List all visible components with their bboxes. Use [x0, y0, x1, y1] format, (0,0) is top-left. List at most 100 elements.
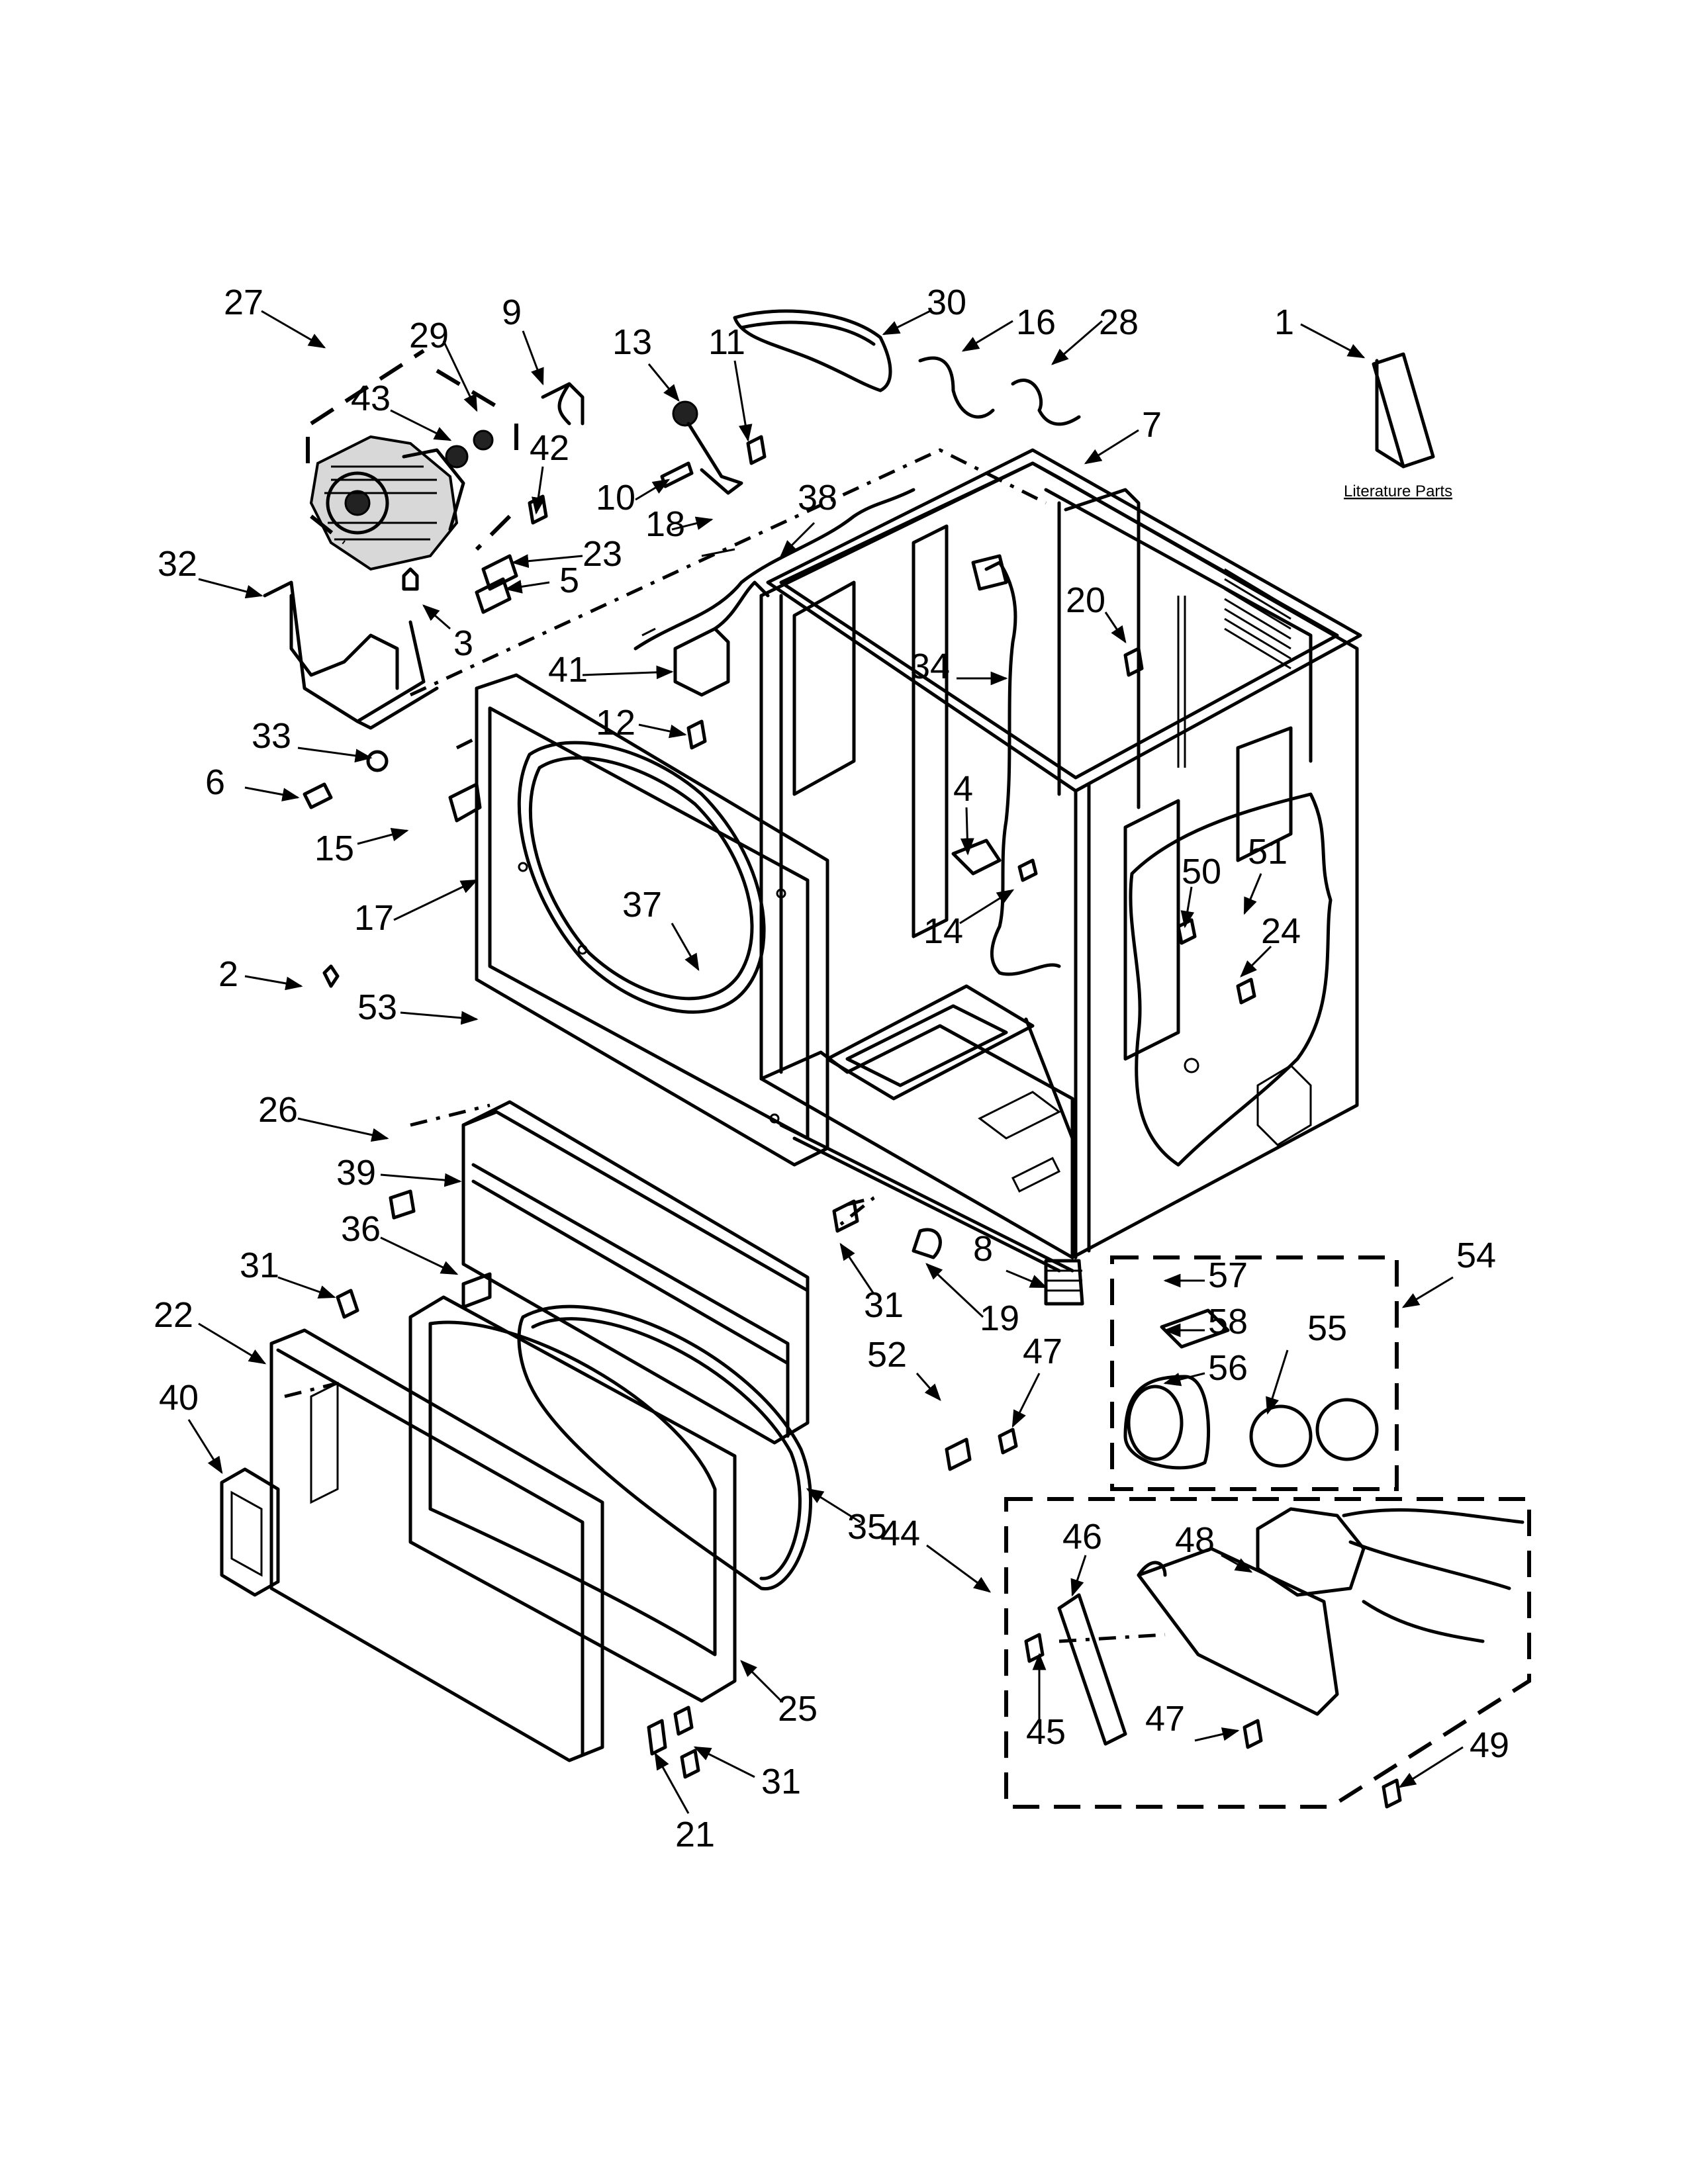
callout-leader-19 [925, 1263, 984, 1318]
callout-leader-35 [806, 1488, 861, 1524]
callout-leader-3 [422, 604, 451, 630]
callout-label-9: 9 [502, 293, 522, 332]
callout-leader-7 [1084, 429, 1139, 465]
gas-valve-kit-box [1004, 1497, 1531, 1809]
callout-leader-55 [1266, 1349, 1289, 1415]
callout-label-55: 55 [1307, 1308, 1347, 1348]
callout-leader-21 [654, 1752, 690, 1814]
callout-leader-42 [532, 466, 545, 515]
motor-bracket-outline [306, 349, 518, 551]
callout-label-19: 19 [980, 1298, 1019, 1338]
callout-leader-36 [380, 1236, 459, 1275]
idler-spring-part [660, 461, 694, 488]
callout-leader-39 [380, 1173, 462, 1187]
callout-label-52: 52 [867, 1335, 907, 1375]
callout-label-4: 4 [953, 769, 973, 809]
callout-leader-31 [693, 1746, 755, 1778]
callout-label-46: 46 [1062, 1517, 1102, 1557]
callout-label-8: 8 [973, 1229, 993, 1269]
literature-parts-label: Literature Parts [1344, 482, 1452, 500]
callout-label-50: 50 [1182, 852, 1221, 891]
callout-leader-32 [198, 578, 263, 599]
toe-panel-part [461, 1100, 810, 1445]
callout-label-32: 32 [158, 544, 197, 584]
callout-leader-1 [1300, 323, 1366, 359]
callout-leader-26 [297, 1117, 389, 1142]
callout-label-29: 29 [409, 316, 449, 355]
callout-label-25: 25 [778, 1689, 818, 1729]
harness-34-part [984, 561, 1061, 976]
callout-label-3: 3 [453, 623, 473, 663]
leveling-foot-part [1044, 1259, 1084, 1306]
callout-leader-38 [780, 522, 816, 557]
callout-leader-12 [638, 723, 687, 739]
assembly-line-4 [284, 1381, 338, 1398]
callout-leader-43 [390, 409, 452, 441]
callout-leader-31 [839, 1242, 875, 1295]
callout-label-7: 7 [1142, 405, 1162, 445]
callout-leader-30 [882, 310, 931, 336]
callout-label-43: 43 [351, 379, 391, 418]
exhaust-kit-box [1110, 1255, 1399, 1491]
callout-leader-14 [959, 889, 1015, 925]
callout-leader-29 [442, 340, 478, 412]
harness-38-part [633, 488, 915, 651]
callout-label-44: 44 [880, 1514, 920, 1553]
callout-label-16: 16 [1016, 302, 1056, 342]
callout-leader-2 [244, 975, 303, 991]
callout-leader-16 [961, 320, 1013, 352]
assembly-line-6 [1058, 1633, 1166, 1643]
callout-label-58: 58 [1208, 1302, 1248, 1342]
callout-label-6: 6 [205, 762, 225, 802]
callout-label-20: 20 [1066, 580, 1105, 620]
callout-leader-50 [1180, 886, 1195, 929]
callout-label-41: 41 [548, 650, 588, 690]
callout-leader-49 [1398, 1746, 1464, 1788]
callout-label-35: 35 [847, 1507, 887, 1547]
thermal-fuse-part [673, 580, 770, 697]
callout-label-34: 34 [910, 647, 950, 686]
callout-label-54: 54 [1456, 1236, 1496, 1275]
callout-label-5: 5 [559, 561, 579, 600]
callout-label-30: 30 [927, 283, 966, 322]
idler-pulley-part [672, 400, 743, 495]
callout-leader-52 [915, 1373, 941, 1401]
callout-label-37: 37 [622, 885, 662, 925]
callout-leader-5 [504, 580, 550, 594]
callout-label-21: 21 [675, 1815, 715, 1854]
callout-leader-6 [244, 786, 300, 801]
callout-label-56: 56 [1208, 1348, 1248, 1388]
door-assembly-part [269, 1295, 812, 1762]
callout-leader-54 [1401, 1276, 1454, 1308]
callout-label-18: 18 [645, 504, 685, 544]
callout-leader-48 [1221, 1554, 1253, 1573]
callout-label-57: 57 [1208, 1255, 1248, 1295]
drive-belt-part [733, 309, 892, 392]
callout-label-15: 15 [314, 829, 354, 868]
harness-wire-16 [918, 356, 995, 419]
callout-leader-24 [1240, 945, 1272, 978]
callout-label-51: 51 [1248, 832, 1288, 872]
callout-label-49: 49 [1470, 1725, 1509, 1765]
assembly-line-5 [839, 1196, 875, 1226]
callout-leader-51 [1243, 873, 1262, 915]
callout-label-13: 13 [612, 322, 652, 362]
callout-leader-47 [1194, 1727, 1240, 1742]
callout-label-23: 23 [583, 534, 622, 574]
callout-label-28: 28 [1099, 302, 1139, 342]
callout-leader-44 [926, 1544, 992, 1593]
callout-label-33: 33 [252, 716, 291, 756]
assembly-line-2 [455, 736, 478, 750]
callout-label-24: 24 [1261, 911, 1301, 951]
callout-label-53: 53 [357, 987, 397, 1027]
callout-leader-37 [671, 923, 700, 972]
callout-leader-8 [1006, 1269, 1048, 1289]
callout-leader-33 [297, 747, 373, 763]
callout-leader-41 [582, 665, 674, 680]
callout-label-42: 42 [530, 428, 569, 468]
callout-leader-56 [1163, 1372, 1205, 1387]
callout-leader-4 [960, 807, 974, 856]
callout-leader-17 [393, 879, 479, 921]
callout-label-11: 11 [708, 322, 745, 362]
